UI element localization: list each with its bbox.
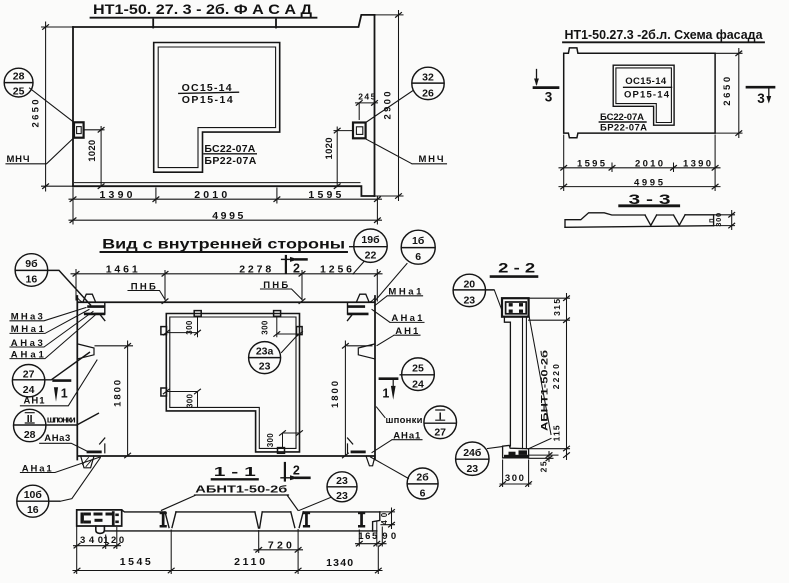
svg-text:Вид с внутренней стороны: Вид с внутренней стороны [102, 236, 345, 251]
svg-text:25: 25 [539, 461, 549, 472]
svg-text:шпонки: шпонки [47, 414, 76, 425]
svg-text:3: 3 [757, 91, 765, 106]
svg-text:НТ1-50.27.3 -2б.л. Схема фасад: НТ1-50.27.3 -2б.л. Схема фасада [565, 28, 764, 42]
svg-text:АНа3: АНа3 [11, 338, 43, 349]
svg-text:90: 90 [382, 531, 396, 542]
svg-text:32: 32 [422, 71, 434, 83]
svg-text:1545: 1545 [120, 556, 151, 568]
svg-text:23: 23 [466, 463, 478, 475]
svg-text:19б: 19б [361, 234, 380, 246]
svg-text:II: II [27, 413, 33, 425]
svg-text:2220: 2220 [551, 364, 561, 389]
svg-text:2: 2 [293, 261, 300, 275]
svg-text:23: 23 [463, 294, 475, 306]
svg-text:300: 300 [185, 320, 194, 335]
svg-text:ПНБ: ПНБ [263, 280, 288, 291]
svg-text:300: 300 [266, 433, 275, 448]
svg-text:БС22-07А: БС22-07А [600, 112, 644, 123]
svg-text:БР22-07А: БР22-07А [600, 122, 647, 133]
svg-text:16: 16 [26, 274, 38, 286]
svg-text:28: 28 [13, 71, 25, 83]
svg-text:БР22-07А: БР22-07А [204, 155, 256, 167]
svg-text:ОС15-14: ОС15-14 [182, 82, 232, 94]
svg-text:3: 3 [545, 90, 553, 105]
svg-text:АНа3: АНа3 [44, 433, 70, 444]
svg-text:720: 720 [268, 539, 292, 551]
svg-text:АН1: АН1 [24, 396, 46, 407]
svg-text:1800: 1800 [330, 381, 341, 408]
svg-text:1800: 1800 [112, 380, 123, 407]
svg-text:ОР15-14: ОР15-14 [182, 94, 233, 106]
svg-text:27: 27 [434, 427, 446, 439]
svg-text:16: 16 [27, 504, 39, 516]
svg-text:20: 20 [463, 278, 475, 290]
svg-text:МНЧ: МНЧ [7, 154, 30, 165]
svg-text:315: 315 [552, 299, 562, 316]
svg-text:25: 25 [412, 362, 424, 374]
svg-text:165: 165 [358, 531, 378, 542]
svg-text:1020: 1020 [324, 138, 335, 160]
svg-text:1020: 1020 [87, 140, 98, 162]
svg-text:ОС15-14: ОС15-14 [625, 76, 667, 87]
svg-text:АНа1: АНа1 [22, 463, 53, 474]
svg-text:МНЧ: МНЧ [419, 154, 444, 165]
svg-text:МНа3: МНа3 [11, 312, 43, 323]
svg-text:27: 27 [23, 369, 35, 381]
svg-text:2: 2 [293, 464, 300, 478]
svg-text:I: I [439, 410, 442, 422]
svg-text:АБНТ1-50-2б: АБНТ1-50-2б [540, 350, 551, 431]
svg-text:ОР15-14: ОР15-14 [624, 89, 670, 100]
svg-text:НТ1-50. 27. 3 - 2б. Ф А С А Д: НТ1-50. 27. 3 - 2б. Ф А С А Д [93, 2, 312, 17]
svg-text:МНа1: МНа1 [388, 286, 422, 297]
svg-text:МНа1: МНа1 [11, 324, 45, 335]
svg-text:6: 6 [420, 488, 426, 500]
svg-text:115: 115 [551, 425, 561, 441]
svg-text:4995: 4995 [634, 177, 664, 188]
svg-text:2110: 2110 [234, 556, 265, 568]
svg-text:40: 40 [380, 512, 389, 525]
svg-text:300: 300 [714, 213, 723, 227]
svg-text:10б: 10б [24, 489, 43, 501]
svg-text:1340: 1340 [326, 557, 353, 569]
svg-text:340: 340 [80, 535, 103, 546]
svg-text:23: 23 [336, 490, 348, 502]
svg-text:ПНБ: ПНБ [131, 281, 156, 292]
svg-text:2900: 2900 [383, 92, 394, 120]
svg-text:23: 23 [336, 475, 348, 487]
svg-text:300: 300 [505, 473, 524, 484]
svg-text:300: 300 [185, 393, 194, 408]
svg-text:24: 24 [23, 384, 35, 396]
svg-text:26: 26 [422, 87, 434, 99]
svg-text:23: 23 [259, 361, 271, 373]
svg-text:1: 1 [382, 386, 389, 400]
svg-text:2 - 2: 2 - 2 [498, 261, 535, 276]
svg-text:24б: 24б [463, 447, 482, 459]
svg-text:1б: 1б [412, 235, 425, 247]
svg-text:6: 6 [415, 251, 421, 263]
svg-text:1595: 1595 [577, 158, 606, 169]
svg-text:БС22-07А: БС22-07А [204, 143, 255, 155]
svg-text:АНа1: АНа1 [393, 431, 421, 442]
svg-text:шпонки: шпонки [386, 415, 423, 426]
svg-text:28: 28 [24, 429, 36, 441]
svg-text:2650: 2650 [722, 77, 733, 106]
svg-text:22: 22 [365, 250, 377, 262]
svg-text:АБНТ1-50-2б: АБНТ1-50-2б [195, 484, 288, 496]
svg-text:2б: 2б [416, 472, 429, 484]
svg-text:АН1: АН1 [395, 326, 419, 337]
svg-text:1: 1 [61, 387, 68, 401]
svg-text:9б: 9б [25, 258, 38, 270]
svg-text:23а: 23а [256, 346, 274, 358]
svg-text:1 - 1: 1 - 1 [214, 465, 256, 479]
svg-text:24: 24 [412, 378, 424, 390]
svg-text:АНа1: АНа1 [391, 313, 423, 324]
svg-text:245: 245 [358, 91, 375, 101]
svg-text:3 - 3: 3 - 3 [629, 192, 672, 207]
svg-text:300: 300 [260, 320, 269, 335]
svg-text:2650: 2650 [31, 100, 42, 128]
svg-text:120: 120 [103, 535, 124, 546]
svg-text:25: 25 [13, 86, 25, 98]
